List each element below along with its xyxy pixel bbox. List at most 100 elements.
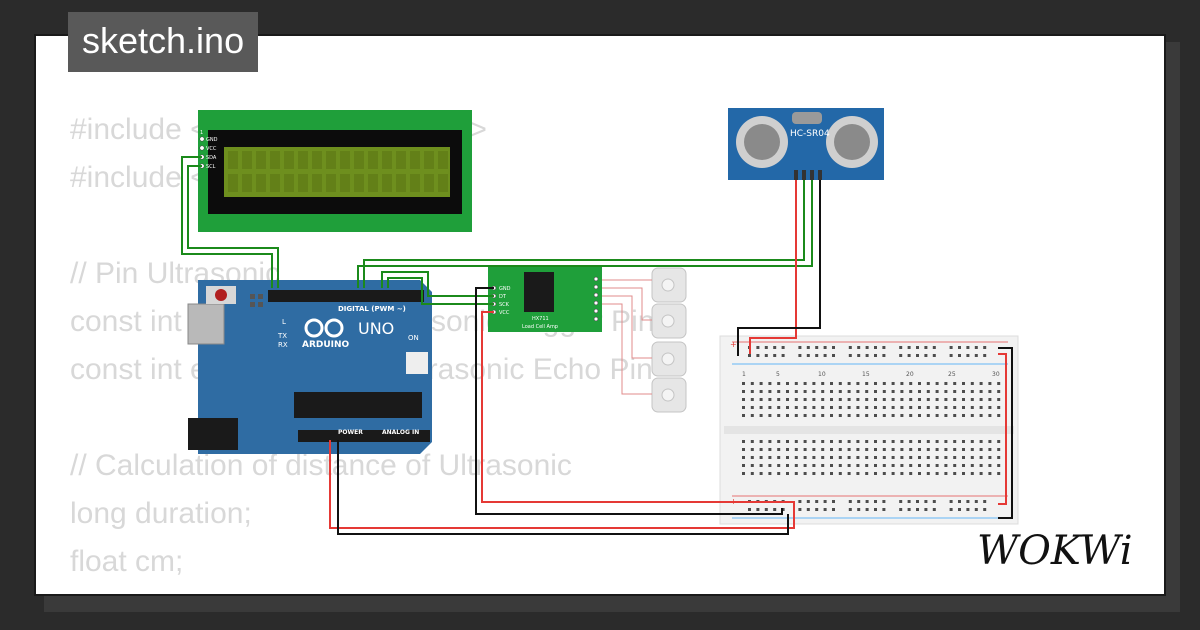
breadboard-hole[interactable]	[838, 390, 842, 393]
breadboard-hole[interactable]	[891, 456, 895, 459]
breadboard-hole[interactable]	[838, 382, 842, 385]
breadboard-hole[interactable]	[909, 464, 913, 467]
breadboard-hole[interactable]	[812, 440, 816, 443]
breadboard-hole[interactable]	[974, 354, 978, 357]
breadboard-hole[interactable]	[970, 406, 974, 409]
breadboard-hole[interactable]	[874, 346, 877, 349]
breadboard-hole[interactable]	[786, 414, 789, 417]
breadboard-hole[interactable]	[882, 472, 886, 475]
breadboard-hole[interactable]	[830, 440, 833, 443]
breadboard-hole[interactable]	[944, 456, 948, 459]
breadboard-hole[interactable]	[806, 500, 810, 503]
breadboard-hole[interactable]	[742, 440, 745, 443]
breadboard-hole[interactable]	[803, 406, 807, 409]
breadboard-hole[interactable]	[773, 354, 777, 357]
breadboard-hole[interactable]	[979, 456, 983, 459]
breadboard-hole[interactable]	[874, 354, 877, 357]
breadboard-hole[interactable]	[742, 472, 745, 475]
breadboard-hole[interactable]	[830, 382, 833, 385]
breadboard-hole[interactable]	[865, 464, 869, 467]
breadboard-hole[interactable]	[857, 346, 861, 349]
breadboard-hole[interactable]	[806, 354, 810, 357]
breadboard-hole[interactable]	[935, 464, 939, 467]
breadboard-hole[interactable]	[882, 508, 886, 511]
breadboard-hole[interactable]	[988, 440, 992, 443]
breadboard-hole[interactable]	[821, 398, 825, 401]
breadboard-hole[interactable]	[953, 440, 957, 443]
breadboard-hole[interactable]	[944, 448, 948, 451]
breadboard-hole[interactable]	[974, 508, 978, 511]
breadboard-hole[interactable]	[918, 456, 921, 459]
breadboard-hole[interactable]	[916, 354, 919, 357]
breadboard-hole[interactable]	[970, 398, 974, 401]
breadboard-hole[interactable]	[935, 456, 939, 459]
breadboard-hole[interactable]	[874, 406, 877, 409]
breadboard-hole[interactable]	[944, 464, 948, 467]
breadboard-hole[interactable]	[759, 390, 763, 393]
breadboard-hole[interactable]	[900, 414, 904, 417]
breadboard-hole[interactable]	[865, 472, 869, 475]
breadboard-hole[interactable]	[764, 346, 768, 349]
breadboard-hole[interactable]	[899, 354, 903, 357]
breadboard-hole[interactable]	[748, 508, 751, 511]
breadboard-hole[interactable]	[909, 448, 913, 451]
breadboard-hole[interactable]	[865, 448, 869, 451]
breadboard-hole[interactable]	[786, 456, 789, 459]
breadboard-hole[interactable]	[847, 472, 851, 475]
breadboard-hole[interactable]	[823, 354, 827, 357]
breadboard-hole[interactable]	[865, 346, 869, 349]
breadboard-hole[interactable]	[900, 440, 904, 443]
breadboard-hole[interactable]	[932, 500, 936, 503]
breadboard-hole[interactable]	[821, 406, 825, 409]
breadboard-hole[interactable]	[768, 464, 772, 467]
breadboard-hole[interactable]	[786, 448, 789, 451]
breadboard-hole[interactable]	[759, 406, 763, 409]
breadboard-hole[interactable]	[803, 440, 807, 443]
breadboard-hole[interactable]	[970, 448, 974, 451]
breadboard-hole[interactable]	[962, 390, 965, 393]
breadboard-hole[interactable]	[907, 354, 911, 357]
breadboard-hole[interactable]	[882, 440, 886, 443]
breadboard-hole[interactable]	[847, 464, 851, 467]
breadboard-hole[interactable]	[949, 508, 953, 511]
breadboard-hole[interactable]	[907, 508, 911, 511]
breadboard-hole[interactable]	[979, 406, 983, 409]
breadboard-hole[interactable]	[900, 448, 904, 451]
breadboard-hole[interactable]	[997, 390, 1001, 393]
breadboard-hole[interactable]	[953, 390, 957, 393]
breadboard-hole[interactable]	[794, 398, 798, 401]
breadboard-hole[interactable]	[848, 354, 852, 357]
breadboard-hole[interactable]	[821, 472, 825, 475]
breadboard-hole[interactable]	[865, 414, 869, 417]
breadboard-hole[interactable]	[742, 398, 745, 401]
breadboard-hole[interactable]	[847, 448, 851, 451]
breadboard-hole[interactable]	[848, 500, 852, 503]
breadboard-hole[interactable]	[806, 346, 810, 349]
breadboard-hole[interactable]	[962, 440, 965, 443]
breadboard-hole[interactable]	[830, 414, 833, 417]
breadboard-hole[interactable]	[926, 456, 930, 459]
breadboard-hole[interactable]	[768, 390, 772, 393]
breadboard-hole[interactable]	[821, 382, 825, 385]
breadboard-hole[interactable]	[786, 382, 789, 385]
breadboard-hole[interactable]	[750, 464, 754, 467]
breadboard-hole[interactable]	[777, 464, 781, 467]
breadboard-hole[interactable]	[742, 456, 745, 459]
breadboard-hole[interactable]	[926, 472, 930, 475]
breadboard-hole[interactable]	[935, 398, 939, 401]
breadboard-hole[interactable]	[803, 414, 807, 417]
breadboard-hole[interactable]	[865, 440, 869, 443]
breadboard-hole[interactable]	[874, 464, 877, 467]
breadboard-hole[interactable]	[891, 398, 895, 401]
breadboard-hole[interactable]	[953, 448, 957, 451]
breadboard-hole[interactable]	[970, 390, 974, 393]
breadboard-hole[interactable]	[916, 346, 919, 349]
breadboard-hole[interactable]	[900, 456, 904, 459]
breadboard-hole[interactable]	[882, 390, 886, 393]
breadboard-hole[interactable]	[944, 390, 948, 393]
breadboard-hole[interactable]	[742, 406, 745, 409]
breadboard-hole[interactable]	[949, 500, 953, 503]
breadboard-hole[interactable]	[983, 500, 987, 503]
breadboard-hole[interactable]	[874, 440, 877, 443]
breadboard-hole[interactable]	[900, 472, 904, 475]
